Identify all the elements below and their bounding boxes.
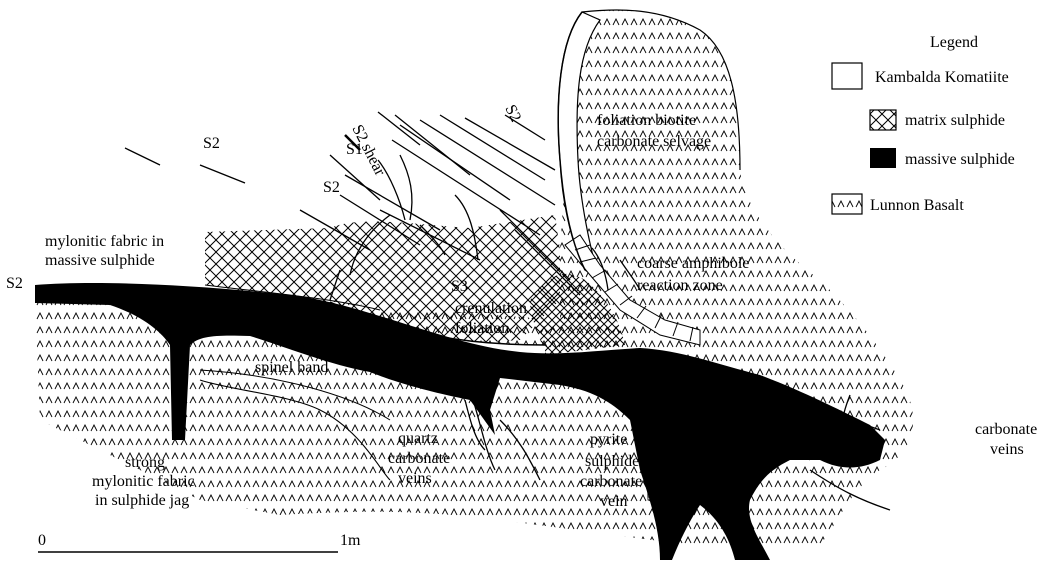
label-quartz-1: quartz [398,430,438,447]
label-quartz-3: veins [398,470,432,487]
legend-title: Legend [930,34,978,51]
label-carbonate-1: carbonate [975,421,1037,438]
label-sulphide-2: carbonate [580,473,642,490]
label-mylonitic-1: mylonitic fabric in [45,233,164,250]
label-spinel-band: spinel band [255,359,328,376]
legend-item-komatiite: Kambalda Komatiite [875,69,1009,86]
label-s2-top-right: S2 [501,102,524,125]
label-strong-3: in sulphide jag [95,492,189,509]
legend-item-basalt: Lunnon Basalt [870,197,964,214]
label-mylonitic-2: massive sulphide [45,252,155,269]
label-strong-1: strong [125,454,165,471]
legend: Legend Kambalda Komatiite matrix sulphid… [832,34,1015,214]
legend-item-massive: massive sulphide [905,151,1015,168]
label-pyrite: pyrite [590,431,627,448]
label-strong-2: mylonitic fabric [92,473,195,490]
legend-item-matrix: matrix sulphide [905,112,1005,129]
legend-swatch-massive [870,148,896,168]
label-carbonate-2: veins [990,441,1024,458]
label-amphibole-2: reaction zone [637,277,723,294]
label-quartz-2: carbonate [388,450,450,467]
label-foliation-2: carbonate selvage [597,133,711,150]
label-crenulation-2: foliation [455,320,509,337]
scale-bar: 0 1m [38,532,361,552]
label-s2-mid: S2 [323,179,340,196]
label-s2-left: S2 [203,135,220,152]
label-foliation-1: foliation biotite [597,112,696,129]
legend-swatch-basalt [832,194,862,214]
label-crenulation-1: crenulation [455,300,527,317]
scale-start: 0 [38,532,46,549]
label-s3: S3 [451,278,468,295]
legend-swatch-matrix [870,110,896,130]
label-amphibole-1: coarse amphibole [637,255,749,272]
label-sulphide-3: vein [600,493,628,510]
legend-swatch-komatiite [832,63,862,89]
label-sulphide-1: sulphide [585,453,639,470]
label-s1: S1 [346,141,363,158]
label-s2-edge: S2 [6,275,23,292]
scale-end: 1m [340,532,361,549]
